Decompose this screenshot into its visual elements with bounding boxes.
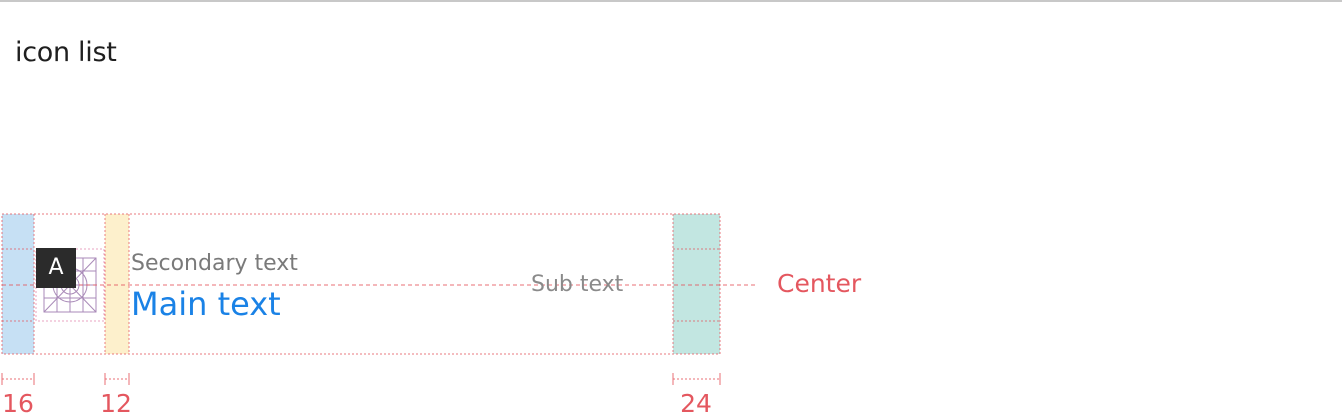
page-title: icon list [15, 37, 117, 68]
top-divider [0, 0, 1342, 2]
list-item-outline [1, 213, 721, 355]
left-padding-label: 16 [2, 389, 34, 418]
center-label: Center [777, 269, 862, 298]
secondary-text: Secondary text [131, 251, 298, 276]
icon-gap-label: 12 [100, 389, 132, 418]
right-padding-region [673, 214, 720, 354]
dimension-marker-24 [672, 373, 721, 385]
dimension-marker-12 [104, 373, 130, 385]
right-padding-label: 24 [680, 389, 712, 418]
dimension-marker-16 [1, 373, 35, 385]
left-padding-region [2, 214, 34, 354]
avatar-letter-badge: A [36, 248, 76, 288]
icon-gap-region [105, 214, 129, 354]
sub-text: Sub text [531, 272, 624, 297]
main-text: Main text [131, 285, 281, 323]
